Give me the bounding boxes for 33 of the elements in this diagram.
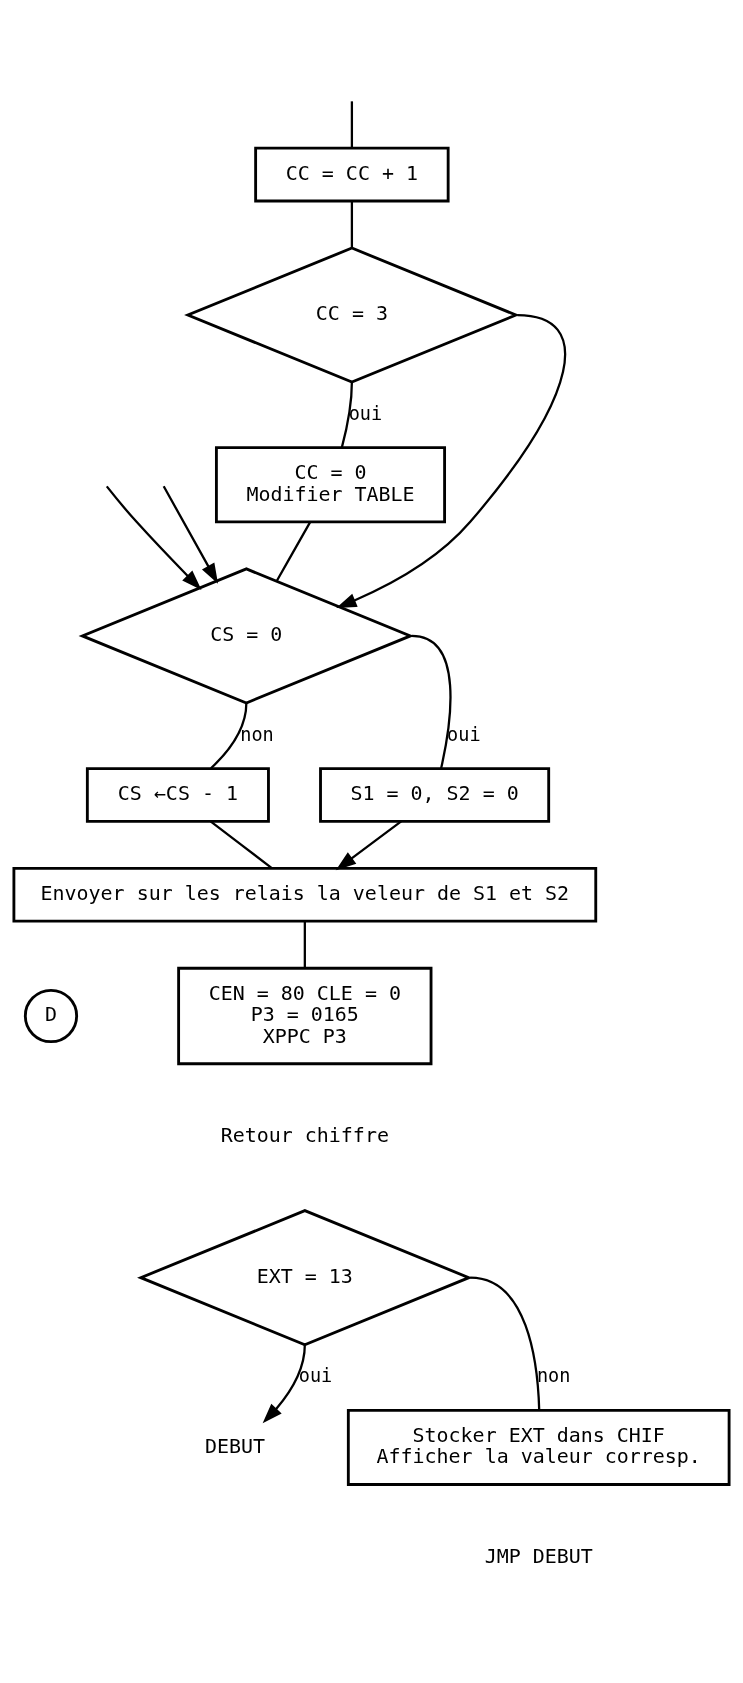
node-box: S1 = 0, S2 = 0 xyxy=(319,766,551,823)
connector xyxy=(350,200,354,248)
node-box: CC = 0 Modifier TABLE xyxy=(215,445,446,523)
node-text: DEBUT xyxy=(204,1433,265,1458)
edge-label: oui xyxy=(348,402,383,424)
node-circle: D xyxy=(23,988,79,1043)
node-box: Stocker EXT dans CHIF Afficher la valeur corresp. xyxy=(346,1408,731,1486)
edge-label: non xyxy=(240,723,274,745)
node-label: JMP DEBUT xyxy=(484,1543,593,1568)
edge-label: oui xyxy=(447,723,481,745)
connector xyxy=(210,702,248,769)
node-box: CC = CC + 1 xyxy=(254,146,450,202)
label: Retour chiffre xyxy=(220,1122,389,1147)
edge-label: oui xyxy=(298,1364,333,1386)
node-diamond: EXT = 13 xyxy=(137,1208,473,1346)
arrow xyxy=(162,485,219,584)
arrow xyxy=(335,819,402,870)
connector xyxy=(275,521,312,582)
node-box: CEN = 80 CLE = 0 P3 = 0165 XPPC P3 xyxy=(177,966,433,1065)
node-box: CS ←CS - 1 xyxy=(85,766,270,823)
connector xyxy=(303,920,306,968)
node-diamond: CC = 3 xyxy=(184,246,520,384)
arrow xyxy=(105,485,202,590)
edge-label: non xyxy=(536,1364,571,1386)
arrow xyxy=(336,313,567,608)
connector xyxy=(350,100,354,148)
connector xyxy=(470,1276,541,1410)
node-diamond: CS = 0 xyxy=(78,566,415,704)
node-box: Envoyer sur les relais la veleur de S1 et S2 xyxy=(12,866,598,923)
connector xyxy=(209,819,273,869)
arrow xyxy=(262,1344,306,1423)
connector xyxy=(340,381,354,448)
connector xyxy=(411,634,452,768)
